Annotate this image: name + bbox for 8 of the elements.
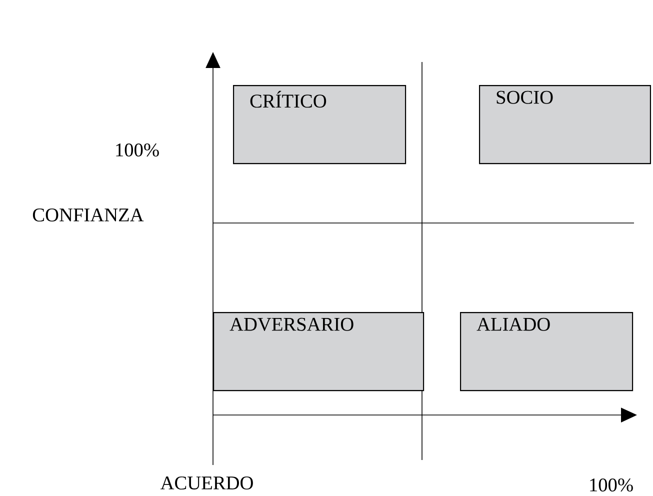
axis-label: CONFIANZA — [32, 208, 144, 222]
axis-label: 100% — [116, 143, 159, 157]
quadrant-box: SOCIO — [479, 85, 651, 164]
quadrant-box: ALIADO — [460, 312, 634, 392]
quadrant-box: CRÍTICO — [233, 85, 406, 164]
axis-label: ACUERDO — [160, 476, 253, 490]
axis-label: 100% — [590, 478, 633, 492]
quadrant-box: ADVERSARIO — [213, 312, 424, 392]
